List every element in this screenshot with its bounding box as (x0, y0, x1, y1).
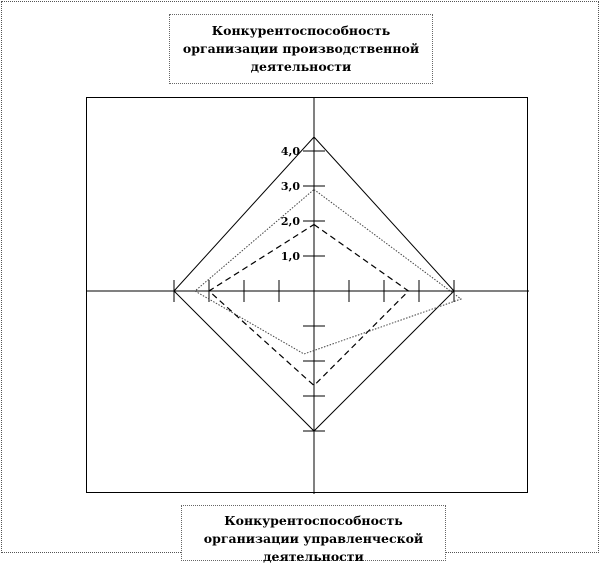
top-axis-title-line3: деятельности (250, 59, 352, 74)
top-axis-title-line1: Конкурентоспособность (211, 23, 391, 38)
radar-chart-svg: 1,0 2,0 3,0 4,0 (87, 98, 529, 494)
tick-label-4: 4,0 (281, 145, 300, 158)
bottom-axis-title-box: Конкурентоспособность организации управл… (181, 505, 446, 564)
top-axis-title-line2: организации производственной (182, 41, 420, 56)
tick-label-3: 3,0 (281, 180, 300, 193)
radar-series-dotted (194, 188, 463, 355)
radar-series-dashed (208, 223, 410, 387)
tick-label-2: 2,0 (281, 215, 300, 228)
top-axis-title-box: Конкурентоспособность организации произв… (169, 14, 433, 84)
bottom-axis-title-line3: деятельности (263, 549, 364, 564)
bottom-axis-title-line2: организации управленческой (203, 531, 424, 546)
tick-label-1: 1,0 (281, 250, 300, 263)
bottom-axis-title-line1: Конкурентоспособность (224, 513, 403, 528)
radar-chart-area: 1,0 2,0 3,0 4,0 (86, 97, 529, 494)
radar-series-solid (173, 136, 455, 432)
